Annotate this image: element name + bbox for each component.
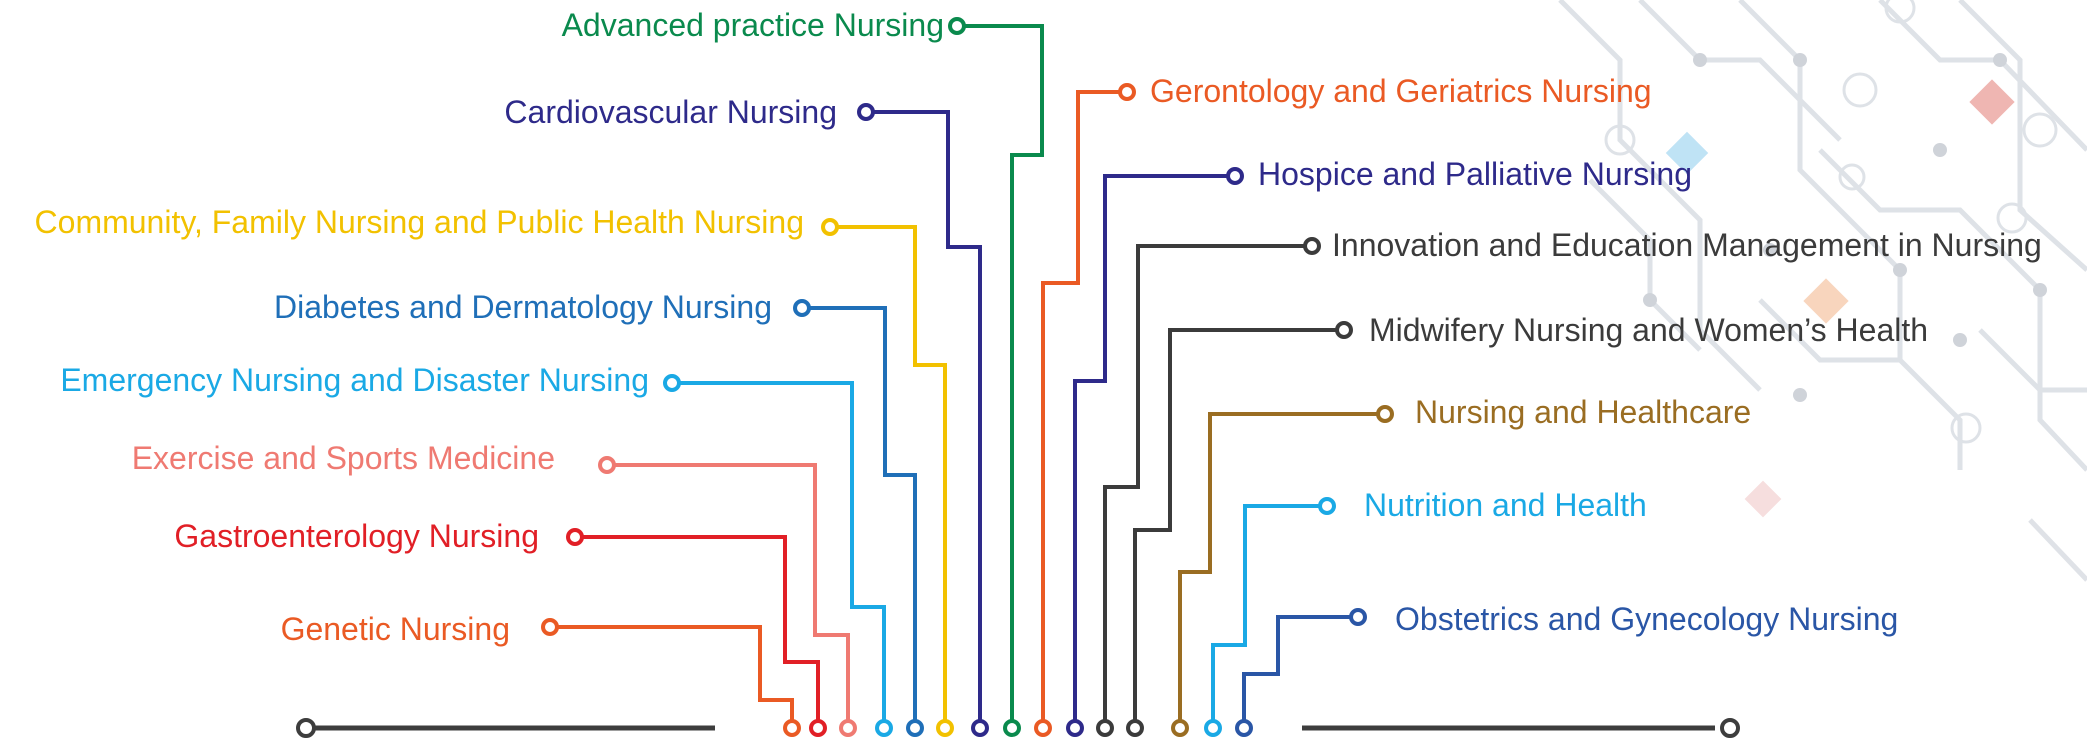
topic-midwifery-womens-health: Midwifery Nursing and Women’s Health xyxy=(1369,312,1929,348)
topic-gerontology-geriatrics-nursing: Gerontology and Geriatrics Nursing xyxy=(1150,73,1652,109)
topic-gastroenterology-nursing: Gastroenterology Nursing xyxy=(174,518,539,554)
topic-diabetes-dermatology-nursing: Diabetes and Dermatology Nursing xyxy=(273,289,772,325)
connector-diabetes-dermatology-nursing-base-node xyxy=(906,719,924,737)
connector-diabetes-dermatology-nursing-end-node xyxy=(793,299,811,317)
connector-nutrition-health-base-node xyxy=(1204,719,1222,737)
connector-cardiovascular-nursing xyxy=(866,110,982,728)
connector-cardiovascular-nursing-end-node xyxy=(857,103,875,121)
topic-obstetrics-gynecology-nursing: Obstetrics and Gynecology Nursing xyxy=(1395,601,1899,637)
topic-nursing-healthcare: Nursing and Healthcare xyxy=(1415,394,1752,430)
connector-gerontology-geriatrics-nursing xyxy=(1041,90,1127,728)
connector-gerontology-geriatrics-nursing-end-node xyxy=(1118,83,1136,101)
connector-advanced-practice-nursing xyxy=(957,24,1044,728)
connector-midwifery-womens-health-base-node xyxy=(1126,719,1144,737)
topic-innovation-education-management-nursing: Innovation and Education Management in N… xyxy=(1332,227,2042,263)
baseline xyxy=(296,718,1740,738)
topic-advanced-practice-nursing: Advanced practice Nursing xyxy=(561,7,944,43)
circuit-nodes xyxy=(1643,53,2047,402)
connector-midwifery-womens-health xyxy=(1133,328,1344,728)
connector-nutrition-health xyxy=(1211,504,1327,728)
topic-emergency-disaster-nursing: Emergency Nursing and Disaster Nursing xyxy=(60,362,649,398)
connector-hospice-palliative-nursing-base-node xyxy=(1066,719,1084,737)
connector-community-family-public-health-nursing xyxy=(830,225,947,728)
topic-cardiovascular-nursing: Cardiovascular Nursing xyxy=(504,94,837,130)
connector-cardiovascular-nursing-base-node xyxy=(971,719,989,737)
connector-emergency-disaster-nursing-base-node xyxy=(875,719,893,737)
connector-gastroenterology-nursing-end-node xyxy=(566,528,584,546)
connector-diabetes-dermatology-nursing xyxy=(802,306,917,728)
connector-gastroenterology-nursing xyxy=(575,535,820,728)
connector-emergency-disaster-nursing xyxy=(672,381,886,728)
connector-gerontology-geriatrics-nursing-base-node xyxy=(1034,719,1052,737)
connector-obstetrics-gynecology-nursing xyxy=(1242,615,1358,728)
connector-lines xyxy=(541,17,1394,737)
connector-obstetrics-gynecology-nursing-base-node xyxy=(1235,719,1253,737)
connector-advanced-practice-nursing-base-node xyxy=(1003,719,1021,737)
connector-obstetrics-gynecology-nursing-end-node xyxy=(1349,608,1367,626)
topic-nutrition-health: Nutrition and Health xyxy=(1364,487,1647,523)
connector-nutrition-health-end-node xyxy=(1318,497,1336,515)
connector-community-family-public-health-nursing-end-node xyxy=(821,218,839,236)
connector-hospice-palliative-nursing xyxy=(1073,174,1235,728)
connector-gastroenterology-nursing-base-node xyxy=(809,719,827,737)
connector-exercise-sports-medicine xyxy=(607,463,850,728)
connector-genetic-nursing-base-node xyxy=(783,719,801,737)
connector-nursing-healthcare-end-node xyxy=(1376,405,1394,423)
connector-midwifery-womens-health-end-node xyxy=(1335,321,1353,339)
connector-nursing-healthcare-base-node xyxy=(1171,719,1189,737)
connector-exercise-sports-medicine-base-node xyxy=(839,719,857,737)
connector-innovation-education-management-nursing xyxy=(1103,244,1312,728)
connector-hospice-palliative-nursing-end-node xyxy=(1226,167,1244,185)
connector-nursing-healthcare xyxy=(1178,412,1385,728)
topic-exercise-sports-medicine: Exercise and Sports Medicine xyxy=(131,440,555,476)
connector-genetic-nursing xyxy=(550,625,794,728)
connector-genetic-nursing-end-node xyxy=(541,618,559,636)
topic-community-family-public-health-nursing: Community, Family Nursing and Public Hea… xyxy=(34,204,804,240)
connector-emergency-disaster-nursing-end-node xyxy=(663,374,681,392)
connector-advanced-practice-nursing-end-node xyxy=(948,17,966,35)
connector-community-family-public-health-nursing-base-node xyxy=(936,719,954,737)
topic-hospice-palliative-nursing: Hospice and Palliative Nursing xyxy=(1258,156,1692,192)
circuit-background xyxy=(1558,0,2087,582)
connector-innovation-education-management-nursing-end-node xyxy=(1303,237,1321,255)
topic-genetic-nursing: Genetic Nursing xyxy=(280,611,510,647)
connector-innovation-education-management-nursing-base-node xyxy=(1096,719,1114,737)
connector-exercise-sports-medicine-end-node xyxy=(598,456,616,474)
